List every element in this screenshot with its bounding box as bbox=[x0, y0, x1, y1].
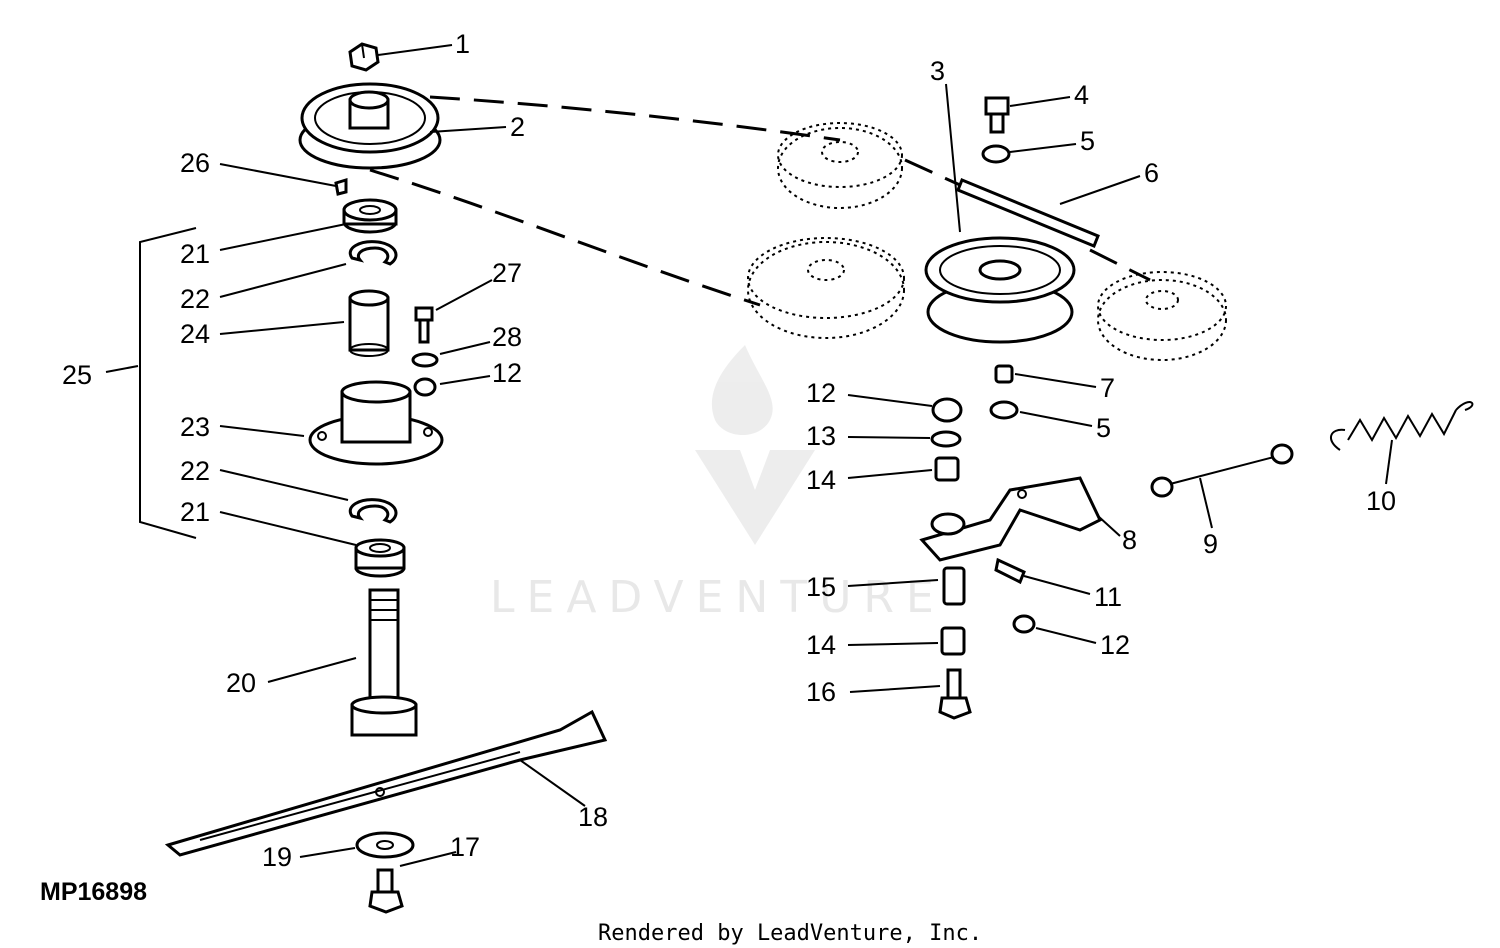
snap-ring-22-upper bbox=[348, 240, 398, 266]
ghost-pulley-left bbox=[747, 237, 905, 339]
watermark-flame-icon bbox=[711, 345, 773, 435]
link-rod-9 bbox=[1150, 443, 1294, 498]
washer-19 bbox=[355, 831, 415, 859]
spindle-housing-23 bbox=[308, 380, 444, 466]
callout-labels: 1 2 3 4 5 5 6 7 8 9 10 11 12 12 12 13 14… bbox=[62, 29, 1396, 872]
bushing-14-upper bbox=[934, 456, 960, 482]
callout-14-upper: 14 bbox=[806, 465, 836, 495]
callout-15: 15 bbox=[806, 572, 836, 602]
callout-23: 23 bbox=[180, 412, 210, 442]
callout-22-lower: 22 bbox=[180, 456, 210, 486]
spindle-pulley-2 bbox=[298, 82, 442, 170]
callout-12-lower: 12 bbox=[1100, 630, 1130, 660]
bolt-11 bbox=[994, 557, 1026, 585]
footer-credit: Rendered by LeadVenture, Inc. bbox=[598, 921, 982, 946]
callout-26: 26 bbox=[180, 148, 210, 178]
callout-28: 28 bbox=[492, 322, 522, 352]
bolt-4 bbox=[984, 96, 1010, 134]
callout-2: 2 bbox=[510, 112, 525, 142]
callout-27: 27 bbox=[492, 258, 522, 288]
nut-1 bbox=[348, 42, 380, 72]
callout-22-upper: 22 bbox=[180, 284, 210, 314]
washer-5-upper bbox=[981, 144, 1011, 164]
nut-12-right bbox=[931, 397, 963, 423]
watermark: LEADVENTURE bbox=[490, 345, 946, 623]
callout-5-upper: 5 bbox=[1080, 126, 1095, 156]
key-26 bbox=[334, 177, 348, 196]
bushing-14-lower bbox=[940, 626, 966, 656]
drawing-id: MP16898 bbox=[40, 878, 147, 906]
snap-ring-22-lower bbox=[348, 498, 398, 524]
callout-18: 18 bbox=[578, 802, 608, 832]
callout-25: 25 bbox=[62, 360, 92, 390]
callout-10: 10 bbox=[1366, 486, 1396, 516]
nut-12-left bbox=[413, 377, 437, 397]
bolt-16 bbox=[938, 668, 972, 720]
callout-17: 17 bbox=[450, 832, 480, 862]
bushing-15 bbox=[942, 566, 966, 606]
spacer-24 bbox=[348, 289, 390, 357]
ghost-pulley-right bbox=[1097, 271, 1227, 361]
callout-3: 3 bbox=[930, 56, 945, 86]
washer-13 bbox=[930, 430, 962, 448]
bearing-21-upper bbox=[342, 198, 398, 234]
callout-7: 7 bbox=[1100, 373, 1115, 403]
watermark-text: LEADVENTURE bbox=[490, 572, 946, 623]
callout-9: 9 bbox=[1203, 529, 1218, 559]
nut-12-lower bbox=[1012, 614, 1036, 634]
callout-1: 1 bbox=[455, 29, 470, 59]
leader-lines bbox=[105, 44, 1393, 867]
callout-21-lower: 21 bbox=[180, 497, 210, 527]
callout-4: 4 bbox=[1074, 80, 1089, 110]
callout-5-lower: 5 bbox=[1096, 413, 1111, 443]
watermark-v-icon bbox=[695, 450, 815, 545]
bolt-27 bbox=[414, 306, 434, 344]
bearing-21-lower bbox=[354, 538, 406, 578]
callout-21-upper: 21 bbox=[180, 239, 210, 269]
washer-5-lower bbox=[989, 400, 1019, 420]
callout-24: 24 bbox=[180, 319, 210, 349]
callout-20: 20 bbox=[226, 668, 256, 698]
spring-10 bbox=[1330, 401, 1474, 451]
spacer-7 bbox=[994, 364, 1014, 384]
washer-28 bbox=[411, 352, 439, 368]
spindle-shaft-20 bbox=[350, 588, 418, 737]
callout-13: 13 bbox=[806, 421, 836, 451]
bolt-17 bbox=[368, 868, 404, 914]
rod-6 bbox=[956, 178, 1100, 248]
ghost-pulley-upper bbox=[777, 122, 903, 209]
callout-19: 19 bbox=[262, 842, 292, 872]
callout-12-right: 12 bbox=[806, 378, 836, 408]
callout-6: 6 bbox=[1144, 158, 1159, 188]
idler-arm-8 bbox=[919, 476, 1102, 562]
idler-pulley-3 bbox=[924, 236, 1076, 344]
belt bbox=[369, 95, 1151, 307]
callout-11: 11 bbox=[1094, 582, 1122, 612]
callout-14-lower: 14 bbox=[806, 630, 836, 660]
callout-12-left: 12 bbox=[492, 358, 522, 388]
assembly-25-bracket bbox=[139, 227, 197, 539]
callout-8: 8 bbox=[1122, 525, 1137, 555]
blade-18 bbox=[164, 709, 608, 857]
callout-16: 16 bbox=[806, 677, 836, 707]
